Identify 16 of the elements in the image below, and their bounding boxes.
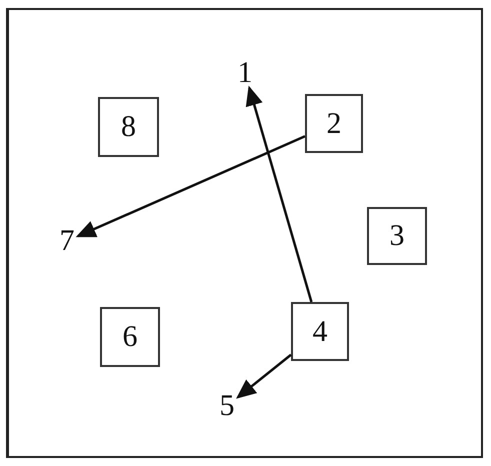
arrow	[76, 135, 306, 238]
arrow	[246, 86, 313, 302]
numbered-box	[367, 207, 427, 265]
number-label: 7	[56, 226, 78, 256]
number-label: 5	[216, 391, 238, 421]
box-number: 2	[326, 106, 342, 140]
numbered-box	[305, 94, 363, 153]
box-number: 3	[390, 219, 404, 253]
arrow	[236, 354, 292, 399]
numbered-box	[291, 302, 349, 361]
box-number: 6	[122, 320, 138, 354]
numbered-box	[98, 97, 159, 157]
numbered-box	[100, 307, 160, 367]
box-number: 8	[121, 110, 136, 144]
box-number: 4	[312, 314, 328, 348]
number-label: 1	[234, 58, 256, 88]
